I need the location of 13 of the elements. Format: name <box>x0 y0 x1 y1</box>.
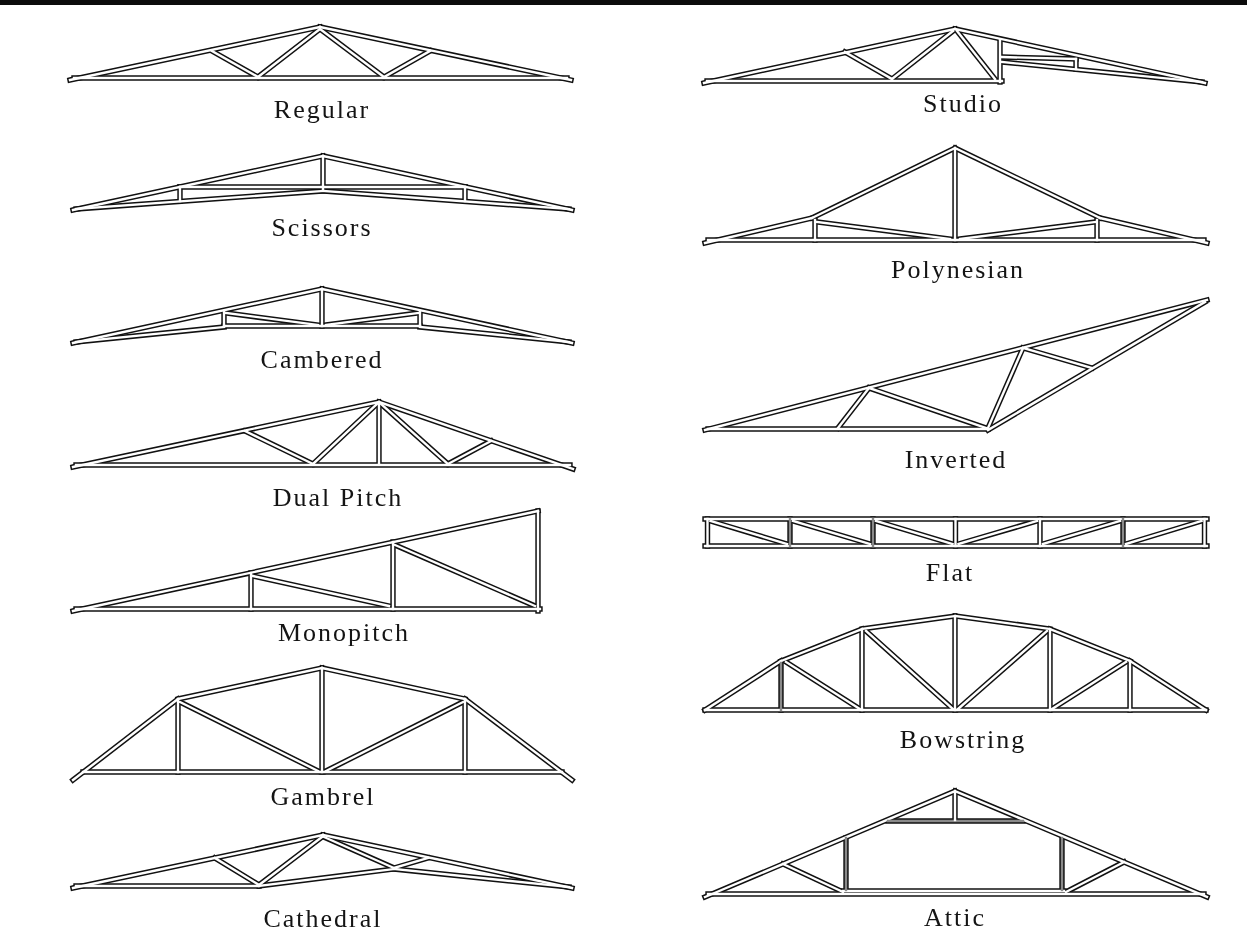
truss-label: Attic <box>923 905 986 931</box>
truss-label: Dual Pitch <box>271 485 404 511</box>
truss-label: Monopitch <box>276 620 411 646</box>
truss-label: Cathedral <box>262 906 383 932</box>
truss-label: Cambered <box>259 347 384 373</box>
truss-label: Gambrel <box>269 784 376 810</box>
truss-label: Scissors <box>270 215 373 241</box>
truss-label: Flat <box>924 560 975 586</box>
truss-label: Polynesian <box>889 257 1026 283</box>
truss-label: Bowstring <box>898 727 1027 753</box>
truss-label: Regular <box>272 97 371 123</box>
truss-label: Studio <box>922 91 1003 117</box>
truss-label: Inverted <box>903 447 1008 473</box>
